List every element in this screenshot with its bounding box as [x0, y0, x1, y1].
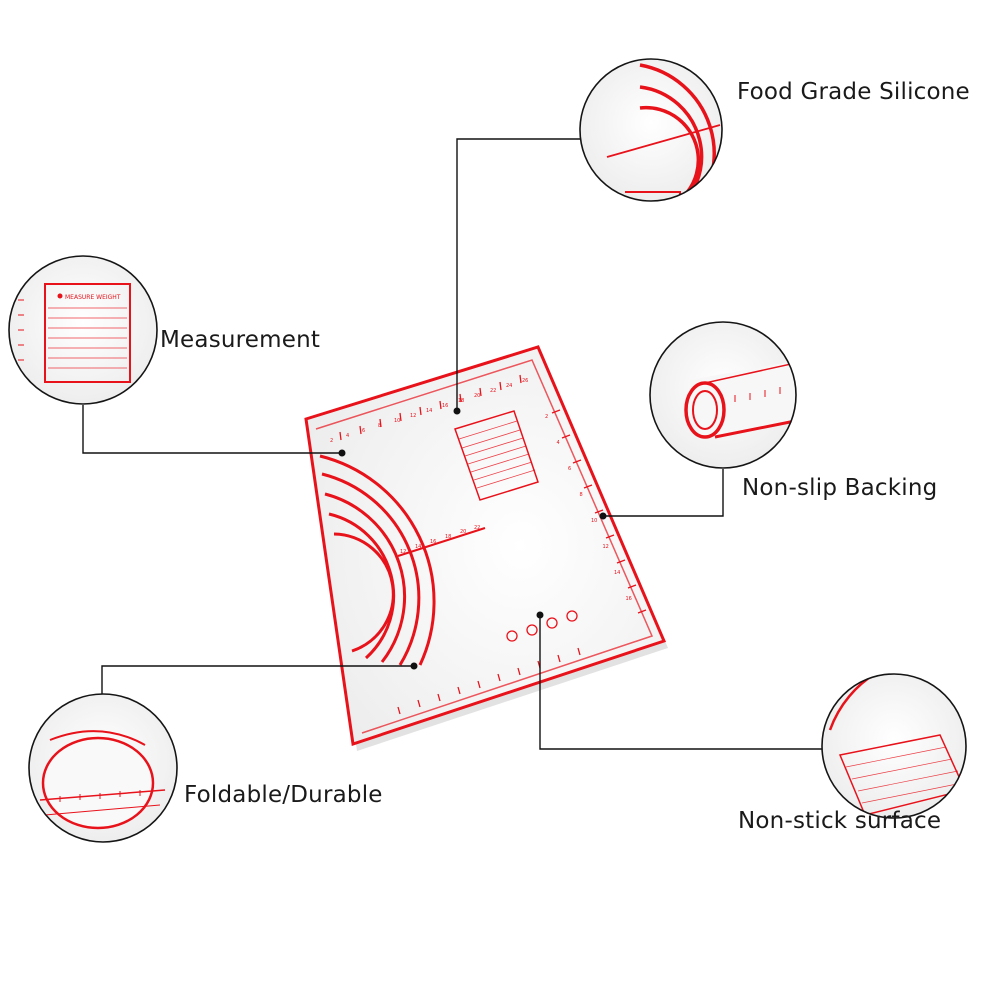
side-ruler-number: 12 [603, 544, 609, 550]
side-ruler [551, 409, 647, 614]
leader-non-slip [603, 469, 724, 517]
side-ruler-number: 4 [557, 440, 560, 446]
leader-measurement [82, 405, 342, 454]
callout-non-stick [821, 673, 967, 819]
measuring-circles [319, 454, 436, 666]
label-measurement: Measurement [160, 327, 321, 353]
top-ruler-number: 10 [394, 418, 400, 424]
conversion-chart [454, 410, 539, 501]
inset-title: MEASURE WEIGHT [65, 294, 121, 301]
top-ruler-number: 16 [442, 403, 448, 409]
top-ruler-number: 26 [522, 378, 528, 384]
top-ruler-number: 18 [458, 398, 464, 404]
side-ruler-number: 2 [545, 414, 548, 420]
side-ruler-number: 10 [591, 518, 597, 524]
top-ruler-number: 2 [330, 438, 333, 444]
label-non-stick-surface: Non-stick surface [738, 808, 942, 834]
callout-measurement: MEASURE WEIGHT [8, 255, 158, 405]
leader-lines [82, 138, 822, 750]
top-ruler-number: 12 [410, 413, 416, 419]
svg-text:22: 22 [474, 525, 480, 531]
callout-non-slip [649, 321, 797, 469]
top-ruler-number: 4 [346, 433, 349, 439]
callout-foldable [28, 693, 178, 843]
svg-text:14: 14 [415, 544, 421, 550]
svg-text:20: 20 [460, 529, 466, 535]
side-ruler-number: 16 [626, 596, 632, 602]
leader-non-stick [539, 615, 822, 750]
side-ruler-number: 8 [580, 492, 583, 498]
svg-text:12: 12 [400, 549, 406, 555]
top-ruler-number: 6 [362, 428, 365, 434]
top-ruler-number: 24 [506, 383, 512, 389]
mat-icons [506, 610, 578, 642]
leader-food-grade [456, 138, 581, 411]
top-ruler-number: 8 [378, 423, 381, 429]
callout-food-grade [579, 58, 723, 202]
side-ruler-number: 6 [568, 466, 571, 472]
label-food-grade-silicone: Food Grade Silicone [737, 79, 970, 105]
svg-text:18: 18 [445, 534, 451, 540]
top-ruler-number: 14 [426, 408, 432, 414]
top-ruler-number: 22 [490, 388, 496, 394]
top-ruler [339, 374, 522, 441]
label-non-slip-backing: Non-slip Backing [742, 475, 938, 501]
leader-dots [338, 407, 607, 670]
label-foldable-durable: Foldable/Durable [184, 782, 383, 808]
side-ruler-number: 14 [614, 570, 620, 576]
svg-text:16: 16 [430, 539, 436, 545]
leader-foldable [101, 665, 414, 695]
top-ruler-number: 20 [474, 393, 480, 399]
mat-body [304, 345, 667, 746]
